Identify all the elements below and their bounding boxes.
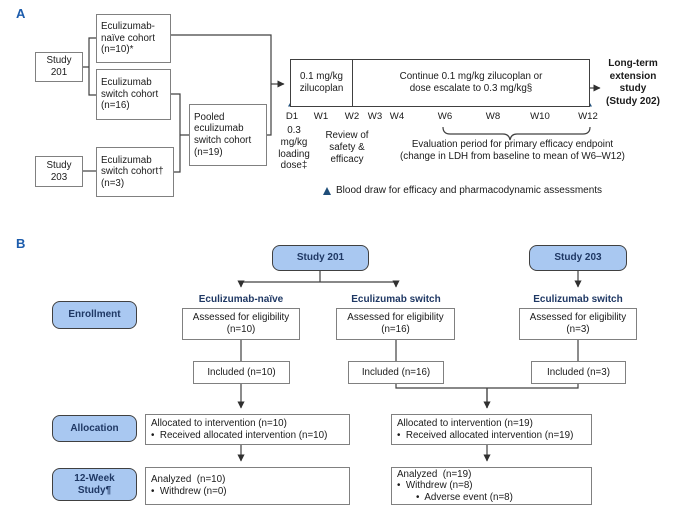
dose-phase-1: 0.1 mg/kg zilucoplan bbox=[291, 60, 353, 106]
col-header-switch-201: Eculizumab switch bbox=[351, 294, 441, 305]
tick-w3: W3 bbox=[367, 111, 383, 122]
tick-w8: W8 bbox=[485, 111, 501, 122]
study-201-box: Study 201 bbox=[35, 52, 83, 82]
included-box-naive: Included (n=10) bbox=[193, 361, 290, 384]
blood-draw-legend: Blood draw for efficacy and pharmacodyna… bbox=[323, 185, 602, 196]
study201-split bbox=[241, 271, 396, 283]
review-note: Review of safety & efficacy bbox=[325, 130, 369, 165]
study-201-pill: Study 201 bbox=[272, 245, 369, 271]
evaluation-period-note: Evaluation period for primary efficacy e… bbox=[400, 139, 625, 162]
tick-w12: W12 bbox=[578, 111, 598, 122]
included-box-switch-203: Included (n=3) bbox=[531, 361, 626, 384]
tick-w4: W4 bbox=[389, 111, 405, 122]
study201-bracket bbox=[83, 37, 97, 96]
analyzed-box-pooled: Analyzed (n=19) • Withdrew (n=8) • Adver… bbox=[391, 467, 592, 505]
treatment-timeline-box: 0.1 mg/kg zilucoplan Continue 0.1 mg/kg … bbox=[290, 59, 590, 107]
assessed-box-switch-201: Assessed for eligibility (n=16) bbox=[336, 308, 455, 340]
col-header-switch-203: Eculizumab switch bbox=[533, 294, 623, 305]
blood-draw-legend-triangle-icon bbox=[323, 186, 331, 195]
assessed-box-naive: Assessed for eligibility (n=10) bbox=[182, 308, 300, 340]
allocated-box-naive: Allocated to intervention (n=10) • Recei… bbox=[145, 414, 350, 445]
assessed-to-included-lines bbox=[240, 340, 579, 361]
twelve-week-study-pill: 12-Week Study¶ bbox=[52, 468, 137, 501]
tick-d1: D1 bbox=[285, 111, 299, 122]
dose-phase-2: Continue 0.1 mg/kg zilucoplan or dose es… bbox=[399, 70, 543, 94]
analyzed-box-naive: Analyzed (n=10) • Withdrew (n=0) bbox=[145, 467, 350, 505]
col-header-naive: Eculizumab-naïve bbox=[198, 294, 284, 305]
pooled-switch-cohort-box: Pooled eculizumab switch cohort (n=19) bbox=[189, 104, 267, 166]
assessed-box-switch-203: Assessed for eligibility (n=3) bbox=[519, 308, 637, 340]
eculizumab-naive-cohort-box: Eculizumab- naïve cohort (n=10)* bbox=[96, 14, 171, 63]
allocated-box-pooled: Allocated to intervention (n=19) • Recei… bbox=[391, 414, 592, 445]
panel-a-label: A bbox=[16, 6, 26, 21]
loading-dose-note: 0.3 mg/kg loading dose‡ bbox=[278, 125, 310, 172]
blood-draw-legend-text: Blood draw for efficacy and pharmacodyna… bbox=[336, 185, 603, 196]
study-203-box: Study 203 bbox=[35, 156, 83, 187]
tick-w10: W10 bbox=[530, 111, 550, 122]
study-203-pill: Study 203 bbox=[529, 245, 627, 271]
tick-w2: W2 bbox=[344, 111, 360, 122]
eculizumab-switch-cohort-201-box: Eculizumab switch cohort (n=16) bbox=[96, 69, 171, 120]
tick-w1: W1 bbox=[313, 111, 329, 122]
eculizumab-switch-cohort-203-box: Eculizumab switch cohort† (n=3) bbox=[96, 147, 174, 197]
tick-w6: W6 bbox=[437, 111, 453, 122]
enrollment-pill: Enrollment bbox=[52, 301, 137, 329]
allocation-pill: Allocation bbox=[52, 415, 137, 442]
panel-b-label: B bbox=[16, 236, 26, 251]
included-merge bbox=[395, 384, 579, 408]
long-term-extension-note: Long-term extension study (Study 202) bbox=[606, 58, 660, 107]
included-box-switch-201: Included (n=16) bbox=[348, 361, 444, 384]
